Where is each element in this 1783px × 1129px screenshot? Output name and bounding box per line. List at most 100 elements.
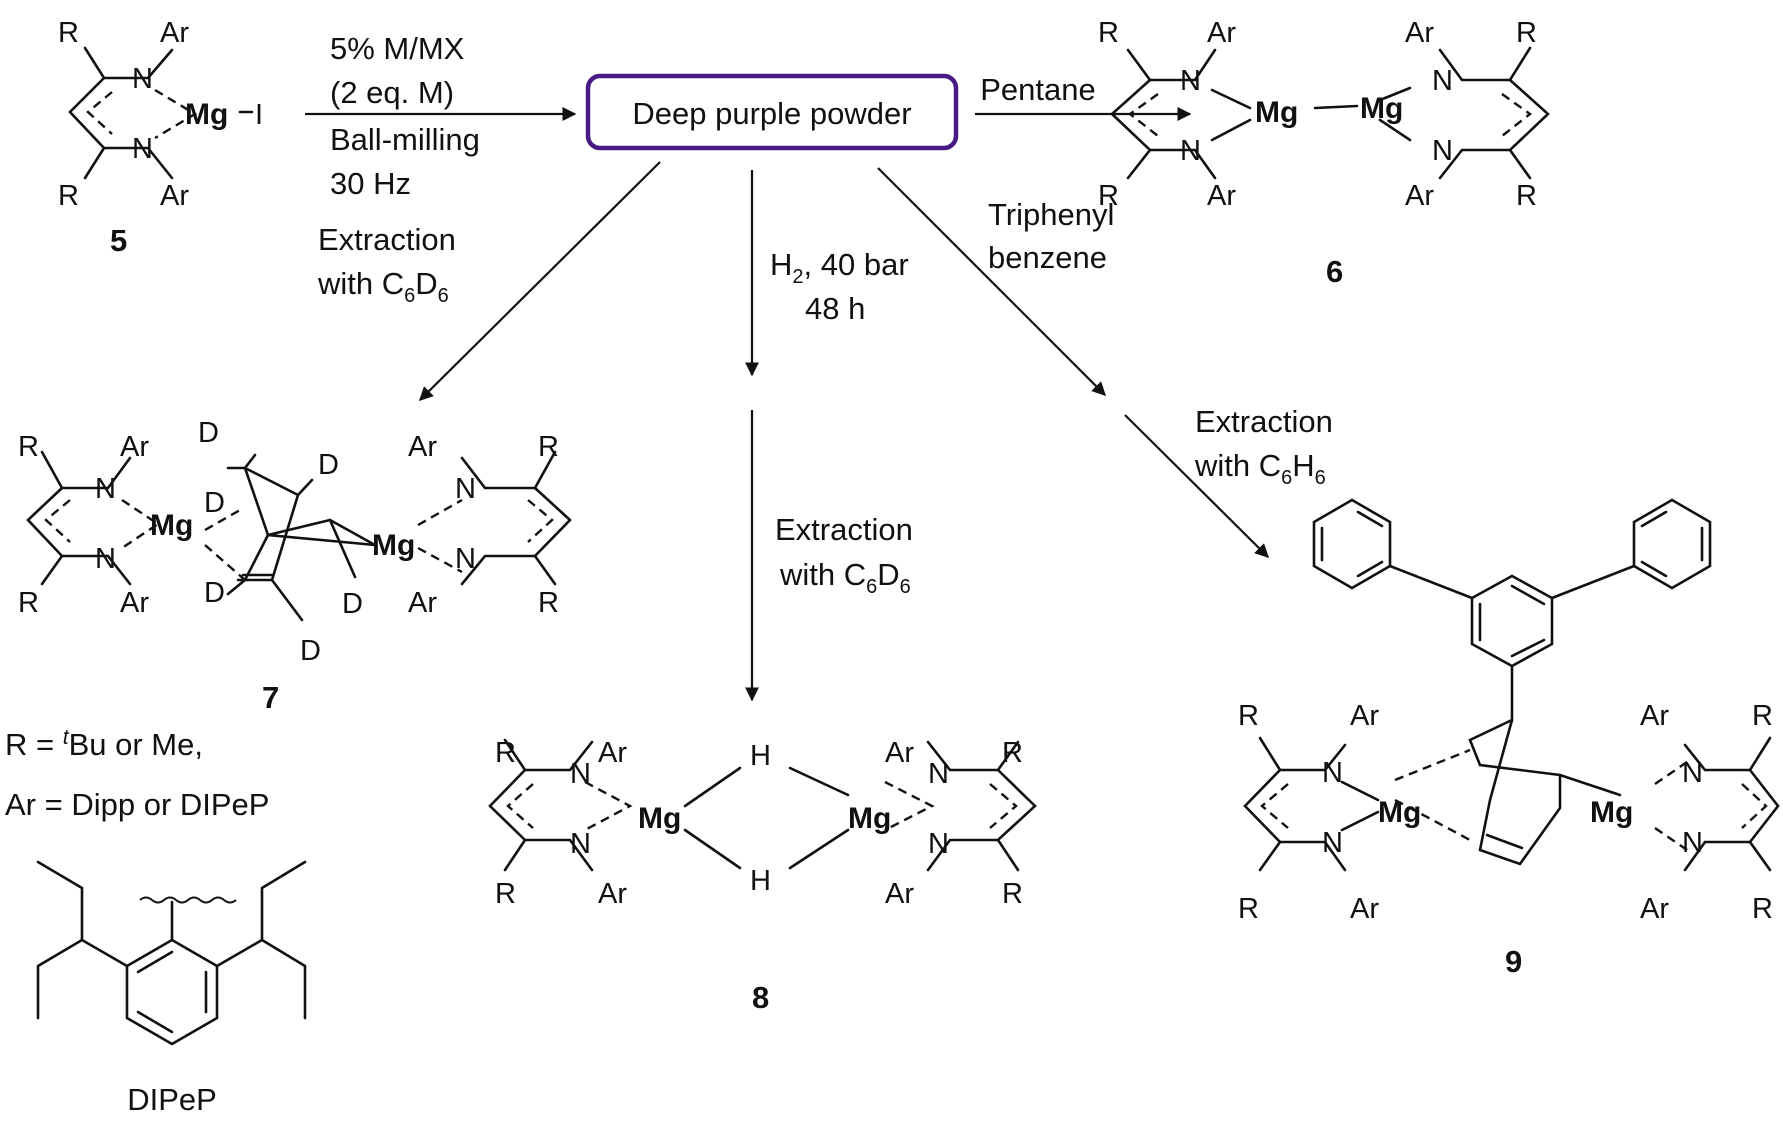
ar-label: Ar [1207, 17, 1236, 49]
n-label: N [1180, 135, 1201, 167]
compound-number-9: 9 [1505, 944, 1522, 979]
mg-label: Mg [150, 509, 193, 542]
mg-label: Mg [1255, 96, 1298, 129]
condition-line: (2 eq. M) [330, 75, 454, 110]
mg-label: Mg [1590, 796, 1633, 829]
box-label: Deep purple powder [632, 96, 911, 131]
mg-label: Mg [1378, 796, 1421, 829]
r-label: R [538, 587, 559, 619]
r-label: R [1516, 17, 1537, 49]
compound-number-6: 6 [1326, 254, 1343, 289]
r-label: R [1238, 700, 1259, 732]
extraction-solvent: with C6D6 [317, 266, 449, 307]
h-label: H [750, 865, 771, 897]
ar-label: Ar [1405, 17, 1434, 49]
r-label: R [1002, 737, 1023, 769]
extraction-solvent: with C6D6 [779, 557, 911, 598]
compound-number-5: 5 [110, 223, 127, 258]
h2-pressure: H2, 40 bar [770, 247, 909, 288]
ar-definition: Ar = Dipp or DIPeP [5, 787, 269, 822]
r-label: R [18, 587, 39, 619]
n-label: N [1682, 827, 1703, 859]
ar-label: Ar [1207, 180, 1236, 212]
n-label: N [1322, 827, 1343, 859]
ar-label: Ar [1640, 700, 1669, 732]
compound-number-7: 7 [262, 680, 279, 715]
mg-label: Mg [848, 802, 891, 835]
n-label: N [1322, 757, 1343, 789]
ar-label: Ar [885, 737, 914, 769]
compound-5: R Ar N Mg I N R Ar 5 [58, 17, 263, 258]
r-definition: R = tBu or Me, [5, 726, 203, 762]
mg-label: Mg [1360, 92, 1403, 125]
ar-label: Ar [408, 587, 437, 619]
n-label: N [1432, 65, 1453, 97]
extraction-c6d6-label-left: Extraction with C6D6 [317, 222, 456, 307]
compound-number-8: 8 [752, 980, 769, 1015]
n-label: N [132, 63, 153, 95]
triphenylbenzene-label: Triphenyl benzene [988, 197, 1114, 275]
extraction-line: Extraction [775, 512, 913, 547]
i-label: I [255, 99, 263, 131]
r-label: R [495, 878, 516, 910]
r-label: R [1752, 700, 1773, 732]
n-label: N [95, 543, 116, 575]
extraction-line: Extraction [1195, 404, 1333, 439]
r-label: R [18, 431, 39, 463]
mg-label: Mg [638, 802, 681, 835]
mg-label: Mg [372, 529, 415, 562]
ar-label: Ar [408, 431, 437, 463]
extraction-line: Extraction [318, 222, 456, 257]
condition-line: Ball-milling [330, 122, 480, 157]
compound-6: R Ar N Mg N R Ar Mg Ar R N N Ar R 6 [1098, 17, 1550, 289]
dipep-label: DIPeP [127, 1082, 217, 1117]
ar-label: Ar [598, 737, 627, 769]
r-label: R [58, 180, 79, 212]
compound-9: R Ar N Mg N R Ar Mg Ar R N N Ar R 9 [1238, 498, 1780, 979]
d-label: D [342, 588, 363, 620]
extraction-solvent: with C6H6 [1194, 448, 1326, 489]
h2-time: 48 h [805, 291, 865, 326]
condition-line: 5% M/MX [330, 31, 465, 66]
r-label: R [1098, 180, 1119, 212]
extraction-c6h6-label: Extraction with C6H6 [1194, 404, 1333, 489]
r-label: R [58, 17, 79, 49]
r-label: R [1238, 893, 1259, 925]
n-label: N [570, 828, 591, 860]
ar-label: Ar [120, 431, 149, 463]
ar-label: Ar [160, 180, 189, 212]
benzene-line: benzene [988, 240, 1107, 275]
r-label: R [1002, 878, 1023, 910]
d-label: D [204, 487, 225, 519]
n-label: N [928, 828, 949, 860]
n-label: N [928, 758, 949, 790]
ar-label: Ar [1405, 180, 1434, 212]
r-label: R [538, 431, 559, 463]
condition-line: 30 Hz [330, 166, 411, 201]
ar-label: Ar [1640, 893, 1669, 925]
pentane-label: Pentane [980, 72, 1096, 107]
h2-conditions: H2, 40 bar 48 h [770, 247, 909, 326]
ar-label: Ar [1350, 700, 1379, 732]
arrow-to-7 [419, 161, 661, 401]
r-label: R [1516, 180, 1537, 212]
ar-label: Ar [598, 878, 627, 910]
milling-conditions: 5% M/MX (2 eq. M) Ball-milling 30 Hz [330, 31, 480, 201]
compound-7: R Ar N Mg N R Ar D D D D D D Mg Ar R N N… [18, 417, 572, 715]
n-label: N [455, 543, 476, 575]
n-label: N [1432, 135, 1453, 167]
r-label: R [495, 737, 516, 769]
dipep-structure: DIPeP [36, 860, 307, 1117]
d-label: D [318, 449, 339, 481]
r-label: R [1098, 17, 1119, 49]
ar-label: Ar [885, 878, 914, 910]
n-label: N [1682, 757, 1703, 789]
extraction-c6d6-label-middle: Extraction with C6D6 [775, 512, 913, 598]
triphenyl-line: Triphenyl [988, 197, 1114, 232]
ar-label: Ar [160, 17, 189, 49]
h-label: H [750, 740, 771, 772]
d-label: D [198, 417, 219, 449]
n-label: N [95, 473, 116, 505]
d-label: D [300, 635, 321, 667]
